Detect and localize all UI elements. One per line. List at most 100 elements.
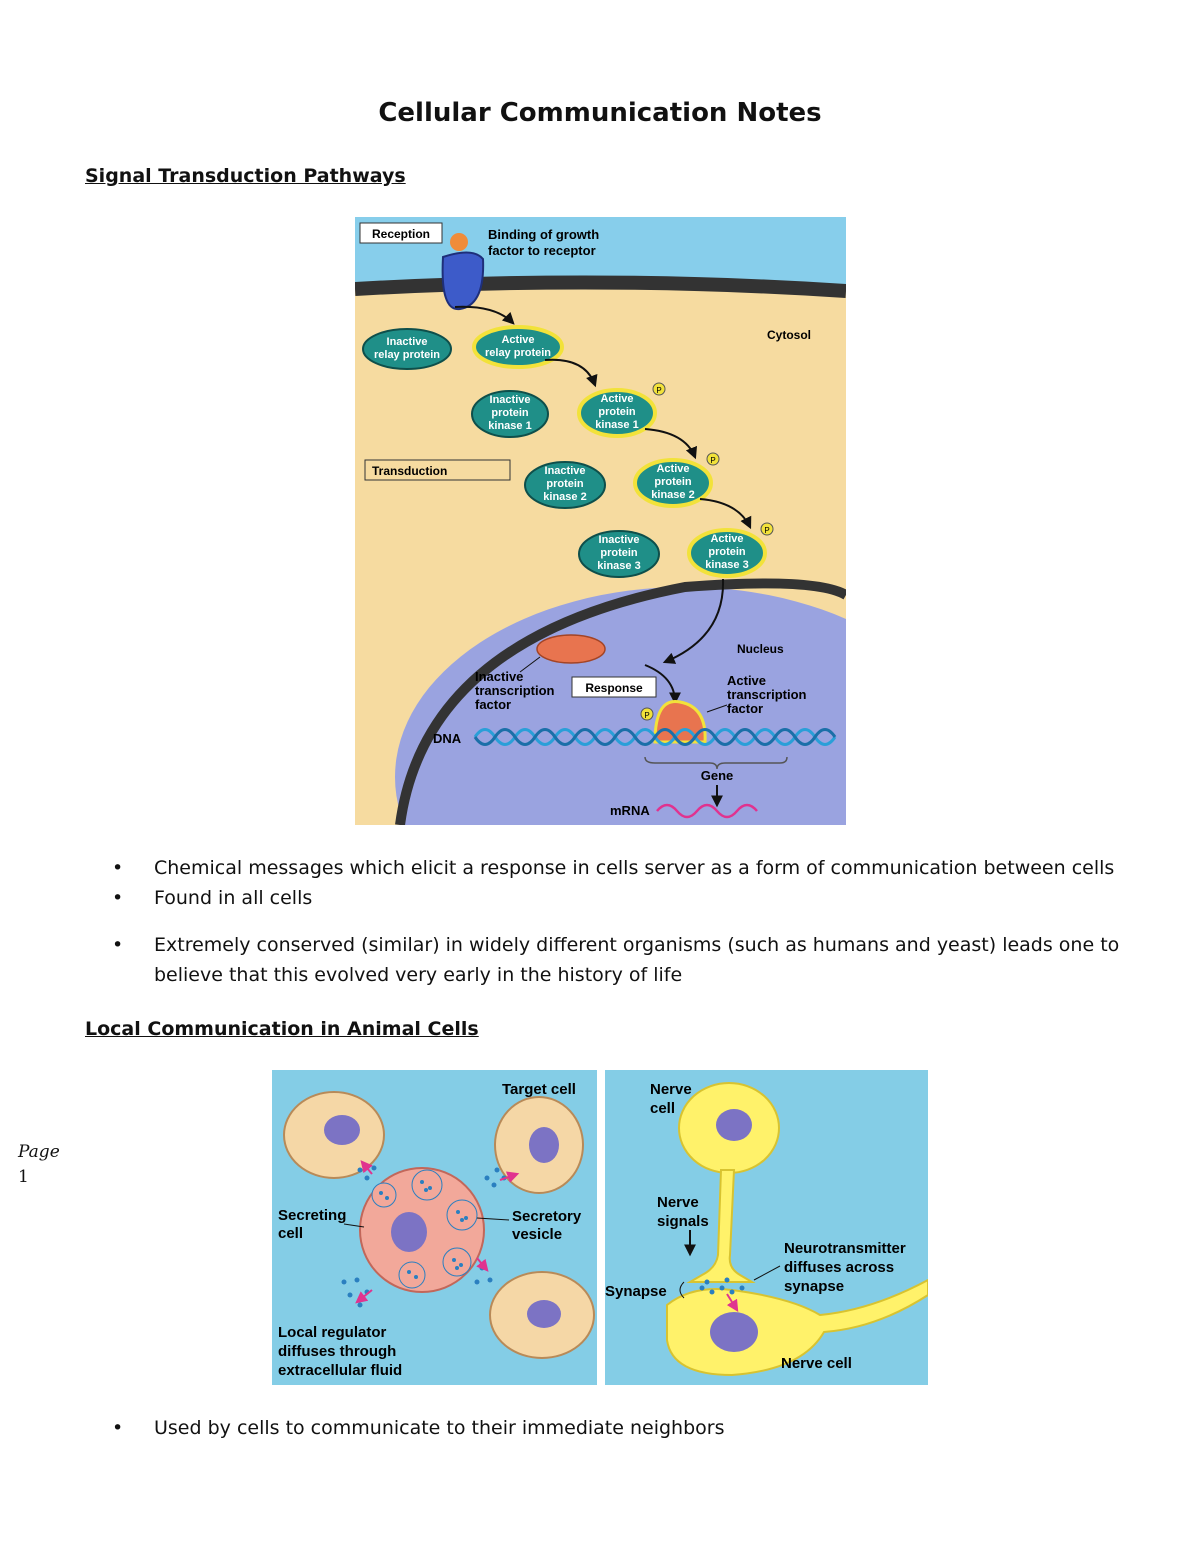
secretory-vesicle — [411, 1169, 443, 1201]
nerve-cell-top-label-line1: Nerve — [650, 1081, 692, 1098]
diffusion-arrow — [360, 1160, 373, 1175]
synapse-label: Synapse — [605, 1283, 667, 1300]
local-regulator-label-line1: Local regulator — [278, 1324, 387, 1341]
signal-transduction-diagram: Reception Binding of growth factor to re… — [355, 217, 846, 825]
mrna-strand — [656, 803, 758, 819]
neurotransmitter-label-line1: Neurotransmitter — [784, 1240, 906, 1257]
inactive-transcription-factor — [536, 634, 606, 664]
axon — [686, 1169, 756, 1283]
nerve-cell-top-nucleus — [716, 1109, 752, 1141]
phosphate-tf-label: P — [644, 711, 649, 720]
inactive-relay-protein — [362, 328, 452, 370]
secretory-vesicle-leader — [476, 1217, 510, 1221]
bullet-item: Chemical messages which elicit a respons… — [112, 853, 1122, 883]
inactive-kinase-3 — [578, 530, 660, 578]
inactive-tf-line1: Inactive — [475, 669, 523, 684]
neurotransmitter-molecules — [699, 1277, 745, 1295]
growth-factor — [450, 233, 468, 251]
secretory-vesicle-label-line1: Secretory — [512, 1208, 582, 1225]
inactive-relay-label-line2: relay protein — [374, 349, 440, 361]
inactive-k2-line1: Inactive — [545, 465, 586, 477]
active-kinase-1 — [577, 388, 657, 438]
secreting-cell-label-line2: cell — [278, 1225, 303, 1242]
active-relay-label-line1: Active — [501, 334, 534, 346]
transduction-label-text: Transduction — [372, 464, 447, 478]
inactive-kinase-2 — [524, 461, 606, 509]
bullet-item: Used by cells to communicate to their im… — [112, 1413, 1122, 1443]
inactive-k3-line1: Inactive — [599, 534, 640, 546]
diffusion-arrow — [499, 1171, 520, 1183]
inactive-tf-leader — [519, 656, 541, 673]
nerve-signals-label-line2: signals — [657, 1213, 709, 1230]
active-tf-leader — [706, 704, 728, 713]
gene-bracket — [644, 756, 788, 770]
active-k2-line2: protein — [654, 476, 692, 488]
plasma-membrane — [355, 275, 846, 298]
dna-strand-2 — [473, 728, 837, 746]
active-relay-label-line2: relay protein — [485, 347, 551, 359]
secreting-cell-label-line1: Secreting — [278, 1207, 346, 1224]
nerve-cell-bottom-label: Nerve cell — [781, 1355, 852, 1372]
gene-label: Gene — [701, 768, 734, 783]
binding-label-line1: Binding of growth — [488, 227, 599, 242]
active-tf-line2: transcription — [727, 687, 807, 702]
phosphate-k2 — [706, 452, 720, 466]
neurotransmitter-arrow — [726, 1293, 739, 1313]
secretory-vesicle — [442, 1247, 472, 1277]
cytosol-label: Cytosol — [767, 328, 811, 342]
target-cell-left-nucleus — [324, 1115, 360, 1145]
page-number: Page 1 — [18, 1140, 60, 1190]
local-communication-diagram: Target cell Secreting cell Secretory ves… — [272, 1070, 928, 1385]
phosphate-tf — [640, 707, 654, 721]
section-heading-local-communication: Local Communication in Animal Cells — [85, 1018, 479, 1040]
target-cell-right-nucleus — [529, 1127, 559, 1163]
secretory-vesicle — [371, 1182, 397, 1208]
arrow-kinase1-to-kinase2 — [644, 428, 697, 460]
transduction-label-box — [364, 459, 511, 481]
active-k3-line1: Active — [710, 533, 743, 545]
inactive-k2-line3: kinase 2 — [543, 491, 586, 503]
phosphate-k2-label: P — [710, 456, 715, 465]
nerve-cell-top-label-line2: cell — [650, 1100, 675, 1117]
document-title: Cellular Communication Notes — [378, 98, 822, 128]
nucleus-region — [395, 587, 846, 825]
diffusion-arrow — [355, 1289, 373, 1304]
inactive-k1-line3: kinase 1 — [488, 420, 531, 432]
neurotransmitter-label-line3: synapse — [784, 1278, 844, 1295]
phosphate-k3-label: P — [764, 526, 769, 535]
inactive-relay-label-line1: Inactive — [387, 336, 428, 348]
inactive-k2-line2: protein — [546, 478, 584, 490]
active-relay-protein — [472, 325, 564, 369]
target-cell-bottom-nucleus — [527, 1300, 561, 1328]
nuclear-envelope — [395, 578, 846, 825]
arrow-relay-to-kinase1 — [544, 358, 598, 388]
phosphate-k1-label: P — [656, 386, 661, 395]
reception-label: Reception — [372, 227, 430, 241]
nerve-signals-label-line1: Nerve — [657, 1194, 699, 1211]
phosphate-k1 — [652, 382, 666, 396]
inactive-kinase-1 — [471, 390, 549, 438]
active-k1-line1: Active — [600, 393, 633, 405]
response-label: Response — [585, 681, 643, 695]
active-k2-line1: Active — [656, 463, 689, 475]
bullet-item: Extremely conserved (similar) in widely … — [112, 930, 1122, 990]
dna-label: DNA — [433, 731, 462, 746]
active-k3-line2: protein — [708, 546, 746, 558]
active-k3-line3: kinase 3 — [705, 559, 748, 571]
vesicle-contents — [379, 1180, 468, 1279]
target-cell-label: Target cell — [502, 1081, 576, 1098]
local-regulator-label-line3: extracellular fluid — [278, 1362, 402, 1379]
reception-label-box — [359, 222, 443, 244]
secreting-cell-nucleus — [391, 1212, 427, 1252]
secretory-vesicle-label-line2: vesicle — [512, 1226, 562, 1243]
active-k1-line3: kinase 1 — [595, 419, 638, 431]
secretory-vesicle — [446, 1199, 478, 1231]
local-communication-bullets: Used by cells to communicate to their im… — [112, 1413, 1122, 1443]
inactive-k3-line3: kinase 3 — [597, 560, 640, 572]
receptor — [441, 251, 485, 311]
response-label-box — [571, 676, 657, 698]
diffusion-arrow — [476, 1257, 489, 1272]
page-number-value: 1 — [18, 1167, 29, 1187]
binding-label-line2: factor to receptor — [488, 243, 596, 258]
page-label: Page — [18, 1142, 60, 1162]
